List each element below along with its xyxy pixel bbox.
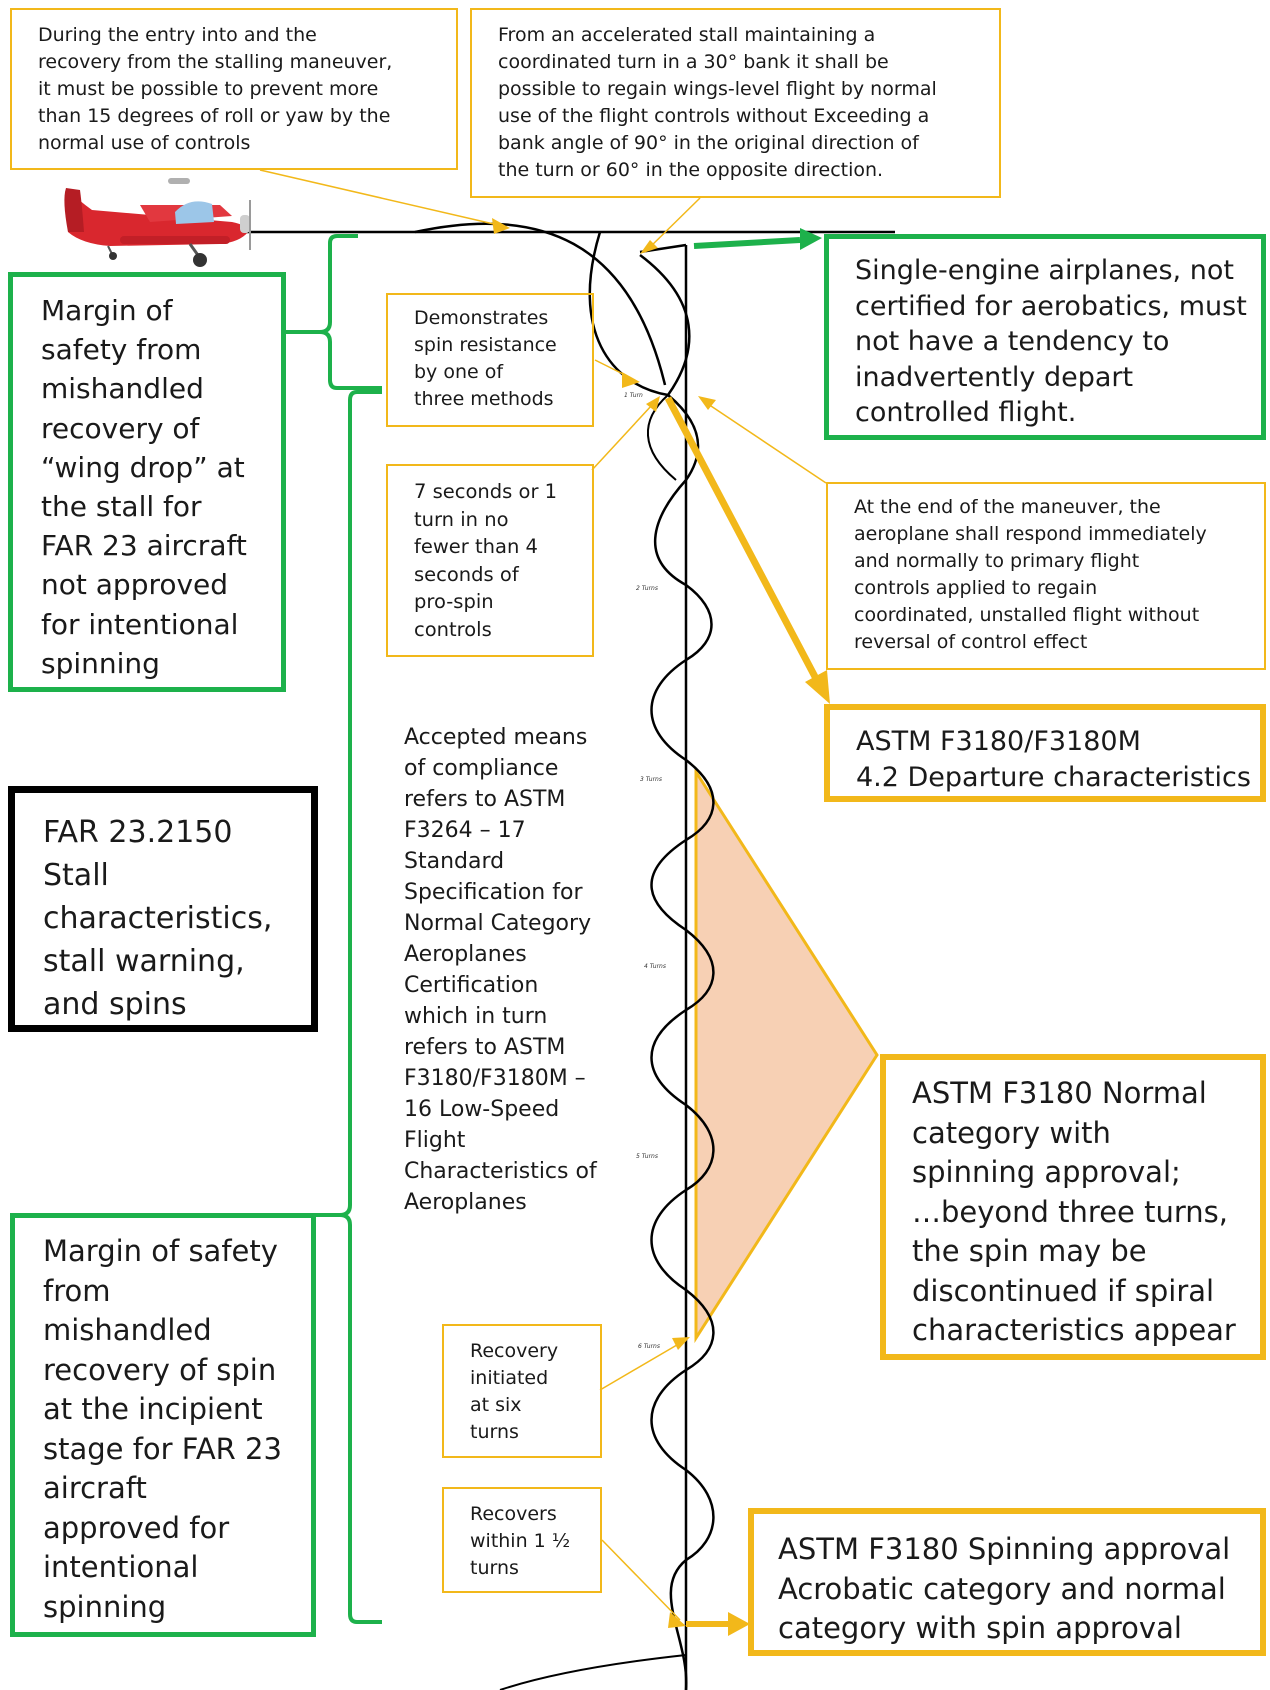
leader-accelerated-stall bbox=[644, 197, 701, 253]
box-single-engine: Single-engine airplanes, not certified f… bbox=[824, 234, 1266, 440]
spiral-path-echo bbox=[646, 394, 677, 481]
entry-loop-2 bbox=[588, 231, 669, 397]
arrowhead-single-engine bbox=[800, 228, 822, 250]
recovery-curve bbox=[499, 1654, 687, 1690]
box-astm-normal-spin: ASTM F3180 Normal category with spinning… bbox=[880, 1054, 1266, 1360]
turn-label-5: 5 Turns bbox=[636, 1153, 658, 1160]
turn-label-2: 2 Turns bbox=[636, 585, 658, 592]
leader-recovers-within bbox=[601, 1539, 681, 1621]
note-recovery-initiated: Recovery initiated at six turns bbox=[442, 1324, 602, 1458]
turn-label-4: 4 Turns bbox=[644, 963, 666, 970]
box-astm-spinning-approval: ASTM F3180 Spinning approval Acrobatic c… bbox=[748, 1508, 1266, 1656]
note-spin-resistance: Demonstrates spin resistance by one of t… bbox=[386, 293, 594, 427]
turn-label-1: 1 Turn bbox=[624, 392, 643, 399]
arrowhead-end-maneuver bbox=[698, 396, 716, 410]
box-margin-wing-drop: Margin of safety from mishandled recover… bbox=[8, 272, 286, 692]
spiral-region bbox=[694, 766, 879, 1344]
arrowhead-accelerated-stall bbox=[640, 240, 658, 254]
arrowhead-recovers-within bbox=[668, 1612, 686, 1628]
leader-roll-yaw bbox=[259, 169, 499, 226]
leader-seven-seconds bbox=[591, 404, 653, 471]
arrowhead-roll-yaw bbox=[492, 218, 510, 234]
note-end-of-maneuver: At the end of the maneuver, the aeroplan… bbox=[826, 482, 1266, 670]
brace-spin bbox=[310, 390, 382, 1624]
turn-label-6: 6 Turns bbox=[638, 1343, 660, 1350]
box-margin-spin: Margin of safety from mishandled recover… bbox=[10, 1213, 316, 1637]
note-seven-seconds: 7 seconds or 1 turn in no fewer than 4 s… bbox=[386, 464, 594, 657]
box-far-23-2150: FAR 23.2150 Stall characteristics, stall… bbox=[8, 786, 318, 1032]
arrowhead-seven-seconds bbox=[646, 396, 660, 412]
turn-label-3: 3 Turns bbox=[640, 776, 662, 783]
compliance-text: Accepted means of compliance refers to A… bbox=[404, 725, 597, 1215]
arrowhead-recovery-initiated bbox=[672, 1337, 690, 1350]
airplane-icon bbox=[64, 178, 251, 267]
brace-wing-drop bbox=[285, 234, 382, 390]
note-recovers-within: Recovers within 1 ½ turns bbox=[442, 1487, 602, 1593]
box-astm-departure: ASTM F3180/F3180M 4.2 Departure characte… bbox=[824, 704, 1266, 802]
entry-loop-1 bbox=[414, 222, 667, 386]
note-roll-yaw: During the entry into and the recovery f… bbox=[10, 8, 458, 170]
arrowhead-departure bbox=[805, 670, 830, 704]
arrow-departure bbox=[664, 396, 826, 692]
note-accelerated-stall: From an accelerated stall maintaining a … bbox=[470, 8, 1001, 198]
spiral-path bbox=[650, 394, 715, 1690]
leader-recovery-initiated bbox=[599, 1341, 683, 1391]
leader-end-maneuver bbox=[701, 399, 827, 484]
entry-loop-3 bbox=[639, 254, 691, 396]
arrow-single-engine bbox=[693, 237, 801, 249]
arrowhead-spinning-approval bbox=[728, 1612, 750, 1636]
arrowhead-spin-resistance bbox=[622, 372, 640, 388]
